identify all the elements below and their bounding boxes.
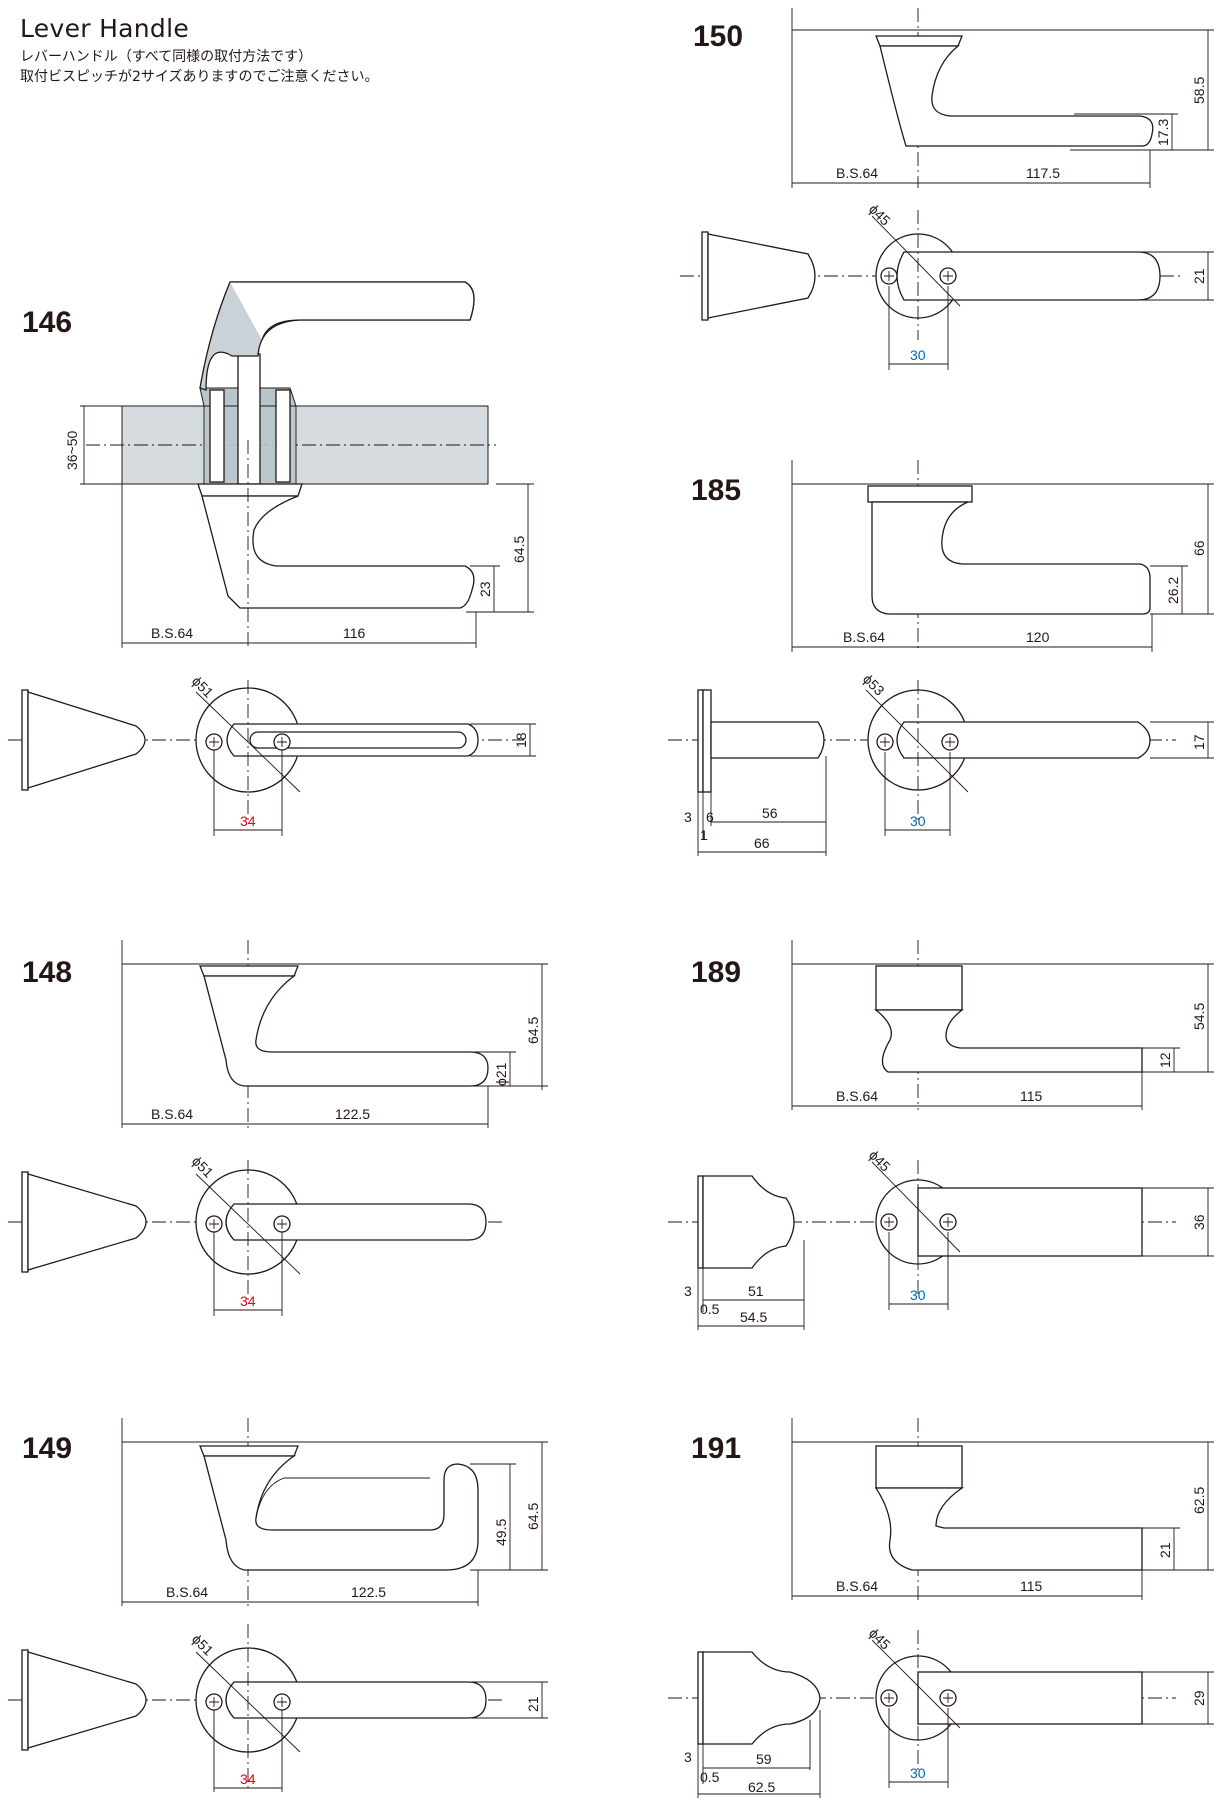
model-185-label: 185 bbox=[691, 474, 742, 507]
dim-150-rose: ϕ45 bbox=[866, 201, 894, 229]
dim-189-width: 36 bbox=[1191, 1214, 1207, 1230]
dim-146-height: 64.5 bbox=[511, 536, 527, 563]
drawing-185-elevation: B.S.64 120 66 26.2 bbox=[791, 460, 1214, 652]
drawing-146-elevation: B.S.64 116 64.5 23 36~50 bbox=[64, 281, 534, 650]
model-189-label: 189 bbox=[691, 956, 742, 989]
dim-146-bs: B.S.64 bbox=[151, 625, 193, 641]
page-header: Lever Handle レバーハンドル（すべて同様の取付方法です） 取付ビスピ… bbox=[20, 14, 379, 87]
drawing-148-elevation: B.S.64 122.5 64.5 ϕ21 bbox=[121, 940, 548, 1128]
dim-150-length: 117.5 bbox=[1026, 165, 1060, 181]
dim-191-side-b: 0.5 bbox=[700, 1769, 720, 1785]
dim-191-rose: ϕ45 bbox=[866, 1625, 894, 1653]
dim-191-bs: B.S.64 bbox=[836, 1578, 878, 1594]
dim-149-height: 64.5 bbox=[525, 1503, 541, 1530]
dim-149-rose: ϕ51 bbox=[189, 1631, 217, 1659]
page-subtitle-2: 取付ビスピッチが2サイズありますのでご注意ください。 bbox=[20, 69, 379, 85]
dim-150-height: 58.5 bbox=[1191, 77, 1207, 104]
page-subtitle-1: レバーハンドル（すべて同様の取付方法です） bbox=[20, 49, 313, 65]
dim-191-grip: 21 bbox=[1157, 1542, 1173, 1558]
model-191-label: 191 bbox=[691, 1432, 742, 1465]
drawing-191-plan: 3 0.5 59 62.5 ϕ45 30 29 bbox=[668, 1625, 1214, 1798]
dim-185-side-c: 1 bbox=[700, 827, 708, 843]
dim-146-width: 18 bbox=[513, 732, 529, 748]
drawing-185-plan: 3 6 1 56 66 ϕ53 30 17 bbox=[668, 671, 1214, 856]
dim-146-door: 36~50 bbox=[64, 430, 80, 470]
dim-191-length: 115 bbox=[1020, 1578, 1043, 1594]
dim-146-grip: 23 bbox=[477, 581, 493, 597]
dim-149-pitch: 34 bbox=[240, 1771, 256, 1787]
dim-185-side-d: 56 bbox=[762, 805, 778, 821]
drawing-189-plan: 3 0.5 51 54.5 ϕ45 30 36 bbox=[668, 1147, 1214, 1330]
dim-148-grip: ϕ21 bbox=[493, 1062, 509, 1086]
drawing-146-plan: ϕ51 34 18 bbox=[8, 673, 536, 836]
dim-185-grip: 26.2 bbox=[1165, 577, 1181, 604]
dim-189-side-b: 0.5 bbox=[700, 1301, 720, 1317]
dim-191-side-a: 3 bbox=[684, 1749, 692, 1765]
drawing-148-plan: ϕ51 34 bbox=[8, 1153, 506, 1316]
dim-189-side-d: 51 bbox=[748, 1283, 764, 1299]
dim-191-width: 29 bbox=[1191, 1690, 1207, 1706]
drawing-191-elevation: B.S.64 115 62.5 21 bbox=[791, 1418, 1214, 1600]
dim-146-length: 116 bbox=[343, 625, 366, 641]
dim-146-pitch: 34 bbox=[240, 813, 256, 829]
dim-189-side-e: 54.5 bbox=[740, 1309, 767, 1325]
dim-150-bs: B.S.64 bbox=[836, 165, 878, 181]
dim-150-width: 21 bbox=[1191, 268, 1207, 284]
drawing-150-elevation: B.S.64 117.5 58.5 17.3 bbox=[791, 8, 1214, 188]
dim-150-grip: 17.3 bbox=[1155, 119, 1171, 146]
dim-185-width: 17 bbox=[1191, 734, 1207, 750]
dim-191-height: 62.5 bbox=[1191, 1487, 1207, 1514]
dim-189-height: 54.5 bbox=[1191, 1003, 1207, 1030]
dim-148-rose: ϕ51 bbox=[189, 1153, 217, 1181]
model-150-label: 150 bbox=[693, 20, 744, 53]
drawing-150-plan: ϕ45 30 21 bbox=[680, 201, 1214, 370]
dim-185-pitch: 30 bbox=[910, 813, 926, 829]
dim-189-side-a: 3 bbox=[684, 1283, 692, 1299]
drawing-149-plan: ϕ51 34 21 bbox=[8, 1624, 548, 1792]
dim-185-bs: B.S.64 bbox=[843, 629, 885, 645]
dim-185-height: 66 bbox=[1191, 540, 1207, 556]
dim-149-inner: 49.5 bbox=[493, 1519, 509, 1546]
dim-148-bs: B.S.64 bbox=[151, 1106, 193, 1122]
dim-185-side-e: 66 bbox=[754, 835, 770, 851]
dim-191-side-e: 62.5 bbox=[748, 1779, 775, 1795]
dim-149-bs: B.S.64 bbox=[166, 1584, 208, 1600]
dim-148-height: 64.5 bbox=[525, 1017, 541, 1044]
drawing-149-elevation: B.S.64 122.5 64.5 49.5 bbox=[121, 1418, 548, 1606]
dim-189-bs: B.S.64 bbox=[836, 1088, 878, 1104]
dim-189-length: 115 bbox=[1020, 1088, 1043, 1104]
dim-185-side-b: 6 bbox=[706, 809, 714, 825]
dim-149-length: 122.5 bbox=[351, 1584, 386, 1600]
dim-148-pitch: 34 bbox=[240, 1293, 256, 1309]
dim-150-pitch: 30 bbox=[910, 347, 926, 363]
model-149-label: 149 bbox=[22, 1432, 73, 1465]
dim-191-side-d: 59 bbox=[756, 1751, 772, 1767]
dim-146-rose: ϕ51 bbox=[189, 673, 217, 701]
dim-148-length: 122.5 bbox=[335, 1106, 370, 1122]
dim-189-pitch: 30 bbox=[910, 1287, 926, 1303]
drawing-189-elevation: B.S.64 115 54.5 12 bbox=[791, 940, 1214, 1110]
page-title: Lever Handle bbox=[20, 14, 190, 43]
model-148-label: 148 bbox=[22, 956, 73, 989]
dim-185-side-a: 3 bbox=[684, 809, 692, 825]
dim-185-rose: ϕ53 bbox=[860, 671, 888, 699]
dim-191-pitch: 30 bbox=[910, 1765, 926, 1781]
dim-185-length: 120 bbox=[1026, 629, 1050, 645]
dim-189-rose: ϕ45 bbox=[866, 1147, 894, 1175]
dim-189-grip: 12 bbox=[1157, 1052, 1173, 1068]
model-146-label: 146 bbox=[22, 306, 73, 339]
dim-149-width: 21 bbox=[525, 1696, 541, 1712]
